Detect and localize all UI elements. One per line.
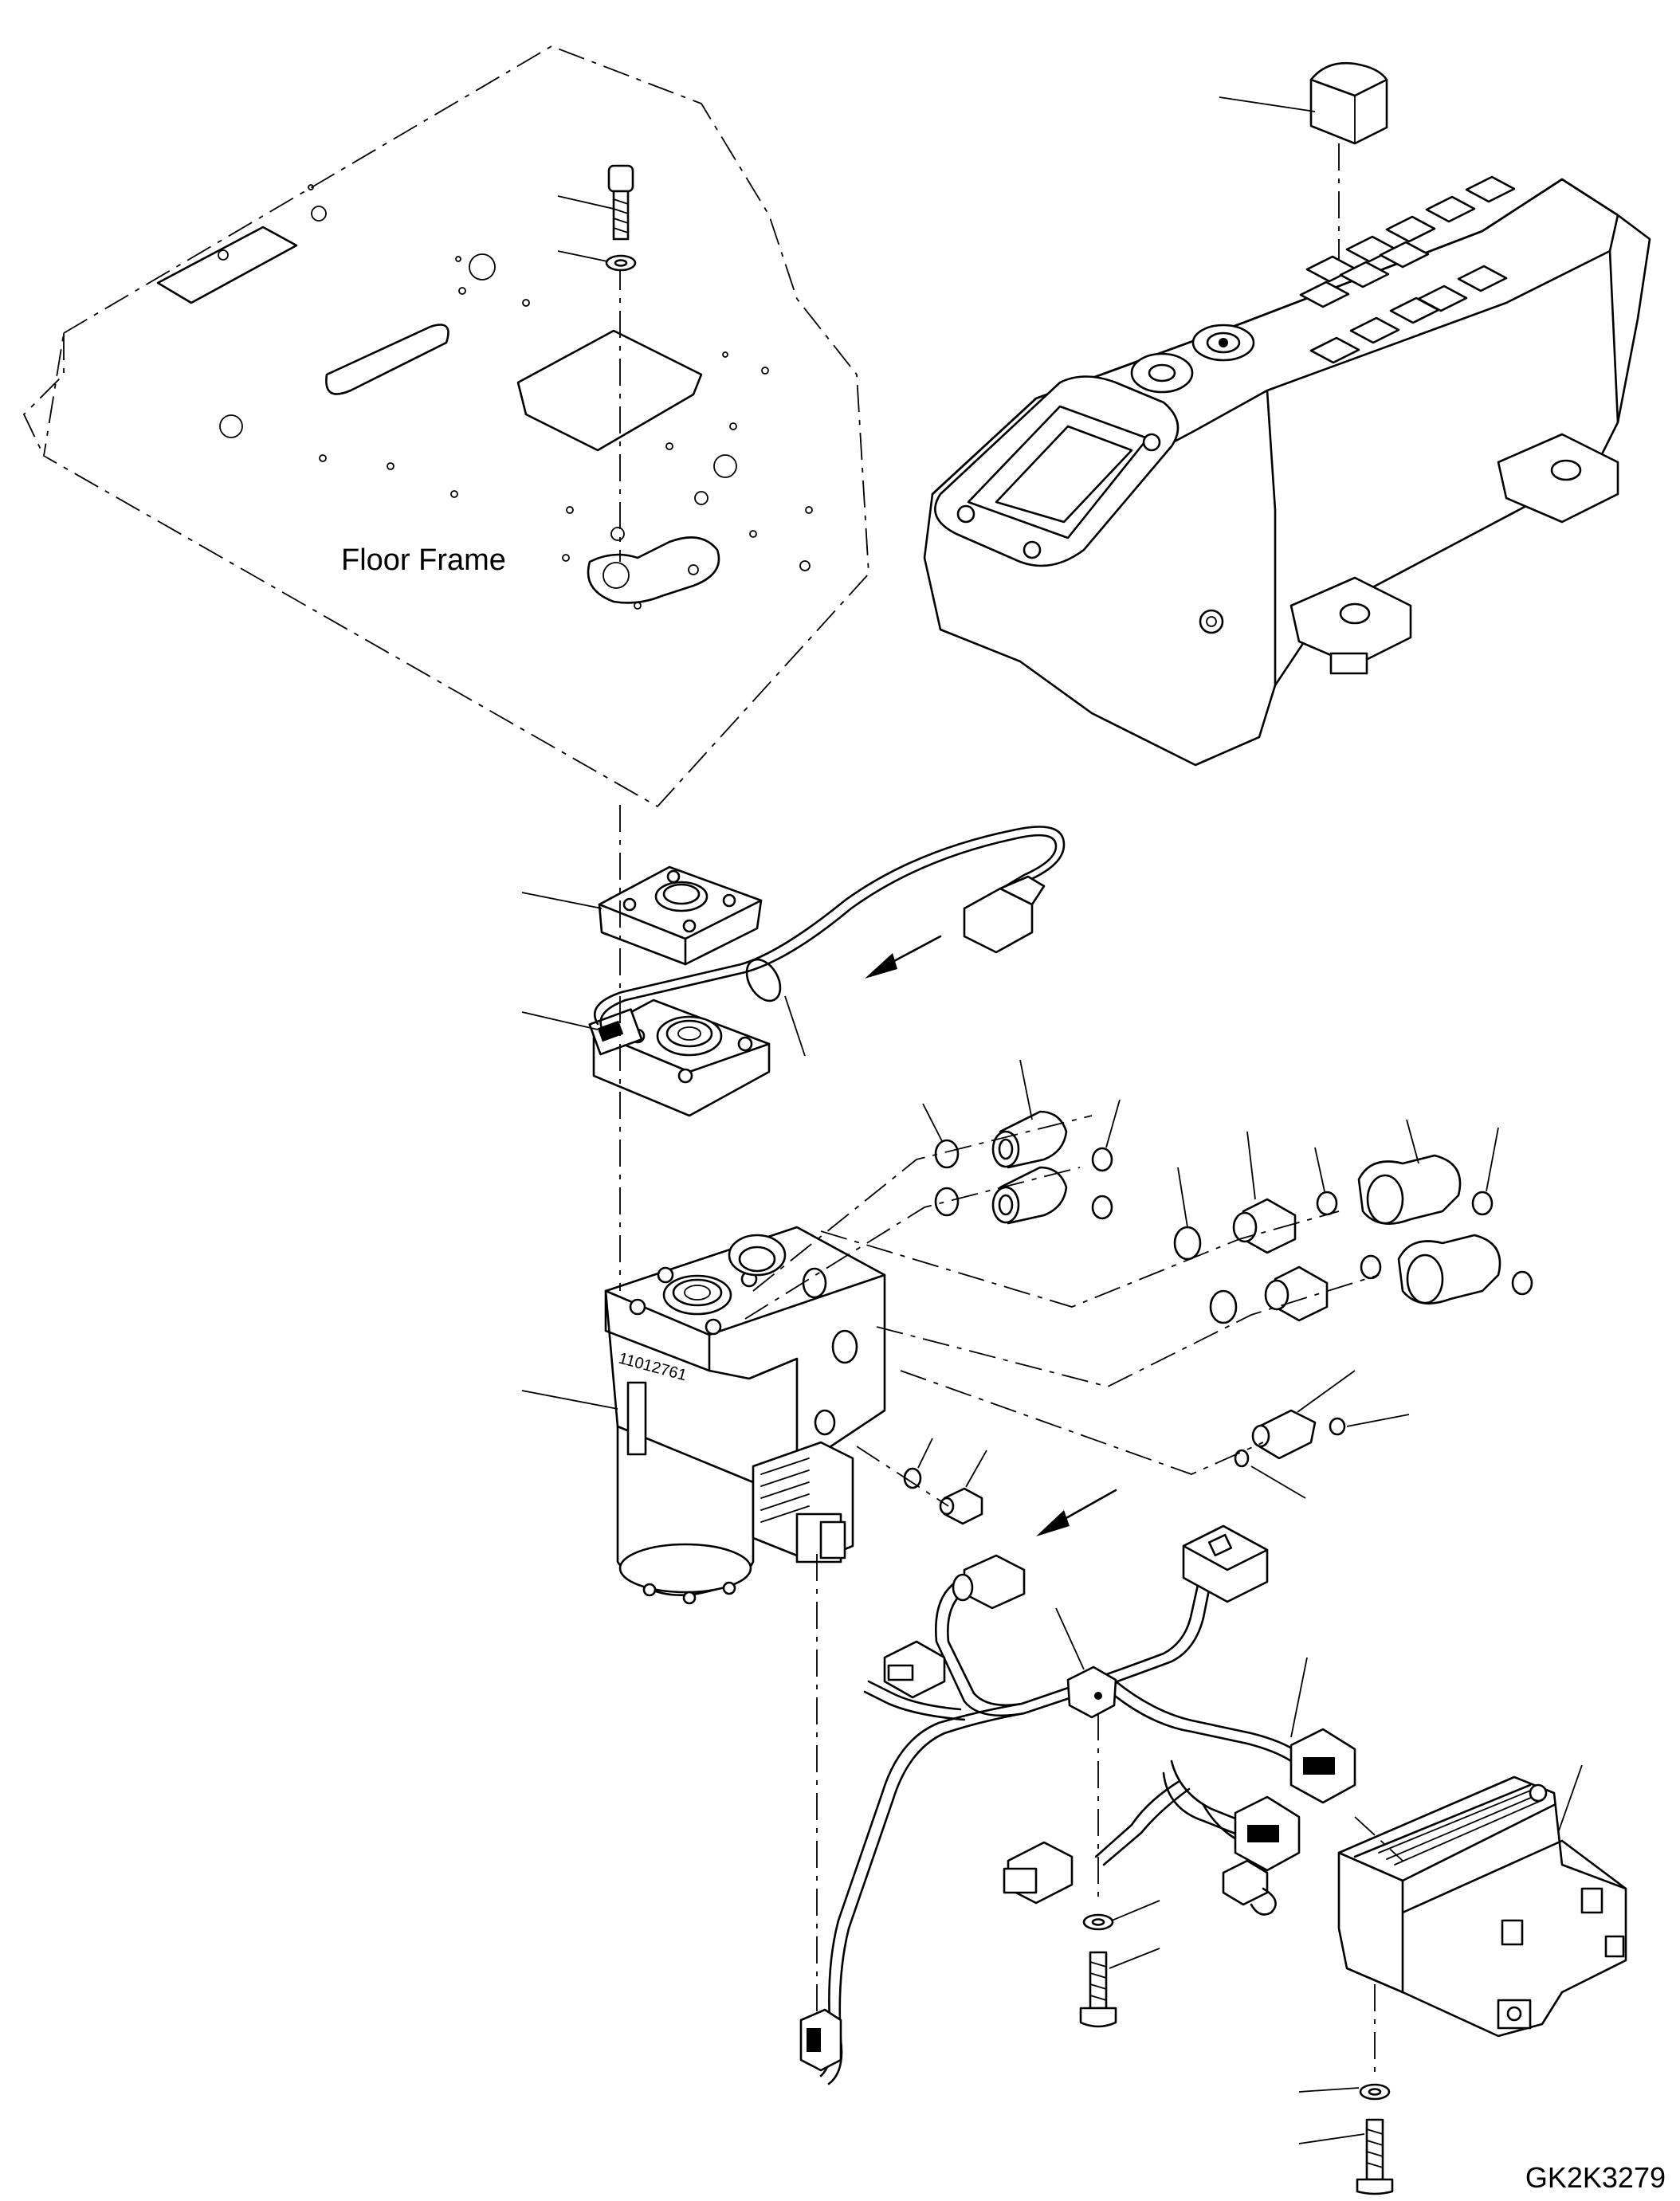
clamp-washer xyxy=(1082,1913,1114,1931)
o-ring xyxy=(1209,1289,1238,1324)
o-ring xyxy=(934,1187,960,1217)
controller-bolt xyxy=(1356,2118,1394,2195)
controller-unit xyxy=(1337,1775,1627,2038)
harness-connector-6 xyxy=(1003,1841,1074,1905)
controller-washer xyxy=(1359,2083,1391,2101)
harness-connector-4 xyxy=(1289,1728,1356,1804)
harness-connector-3 xyxy=(883,1640,946,1699)
valve-elbow-2 xyxy=(1397,1234,1501,1305)
o-ring xyxy=(1329,1417,1346,1436)
o-ring xyxy=(1091,1195,1113,1220)
port-plug xyxy=(939,1487,983,1525)
valve-fitting-3 xyxy=(1232,1198,1297,1254)
clamp-bolt xyxy=(1079,1951,1117,2028)
cable-routing-arrow xyxy=(865,935,942,979)
valve-fitting-2 xyxy=(991,1166,1068,1225)
plate-mount-washer xyxy=(605,254,637,272)
o-ring xyxy=(903,1467,922,1489)
harness-connector-8 xyxy=(799,2008,842,2072)
valve-fitting-4 xyxy=(1264,1265,1329,1322)
harness-connector-5 xyxy=(1234,1795,1301,1872)
o-ring xyxy=(1234,1449,1250,1468)
harness-connector-1 xyxy=(952,1554,1026,1610)
harness-routing-arrow xyxy=(1036,1489,1117,1536)
steering-valve: 11012761 xyxy=(604,1226,886,1605)
drawing-number: GK2K3279 xyxy=(1525,2161,1666,2194)
harness-connector-7 xyxy=(1222,1859,1277,1916)
o-ring xyxy=(1511,1270,1533,1296)
o-ring xyxy=(1091,1147,1113,1172)
angle-sensor xyxy=(588,998,771,1117)
harness-connector-2 xyxy=(1182,1524,1269,1603)
o-ring xyxy=(1360,1254,1382,1280)
o-ring xyxy=(1471,1191,1494,1216)
plate-mount-bolt xyxy=(607,164,634,241)
rocker-switch xyxy=(1309,61,1388,145)
o-ring xyxy=(934,1139,960,1169)
control-console xyxy=(923,175,1651,767)
valve-elbow-1 xyxy=(1357,1154,1462,1225)
floor-frame-plate: Floor Frame xyxy=(22,45,869,808)
floor-frame-label: Floor Frame xyxy=(341,543,506,577)
sensor-connector xyxy=(963,875,1046,954)
valve-fitting-1 xyxy=(991,1110,1068,1169)
pressure-switch xyxy=(1251,1409,1317,1460)
harness-clamp xyxy=(1066,1665,1117,1719)
o-ring xyxy=(1316,1191,1338,1216)
coupling-flange xyxy=(598,865,763,966)
o-ring xyxy=(1173,1226,1202,1261)
